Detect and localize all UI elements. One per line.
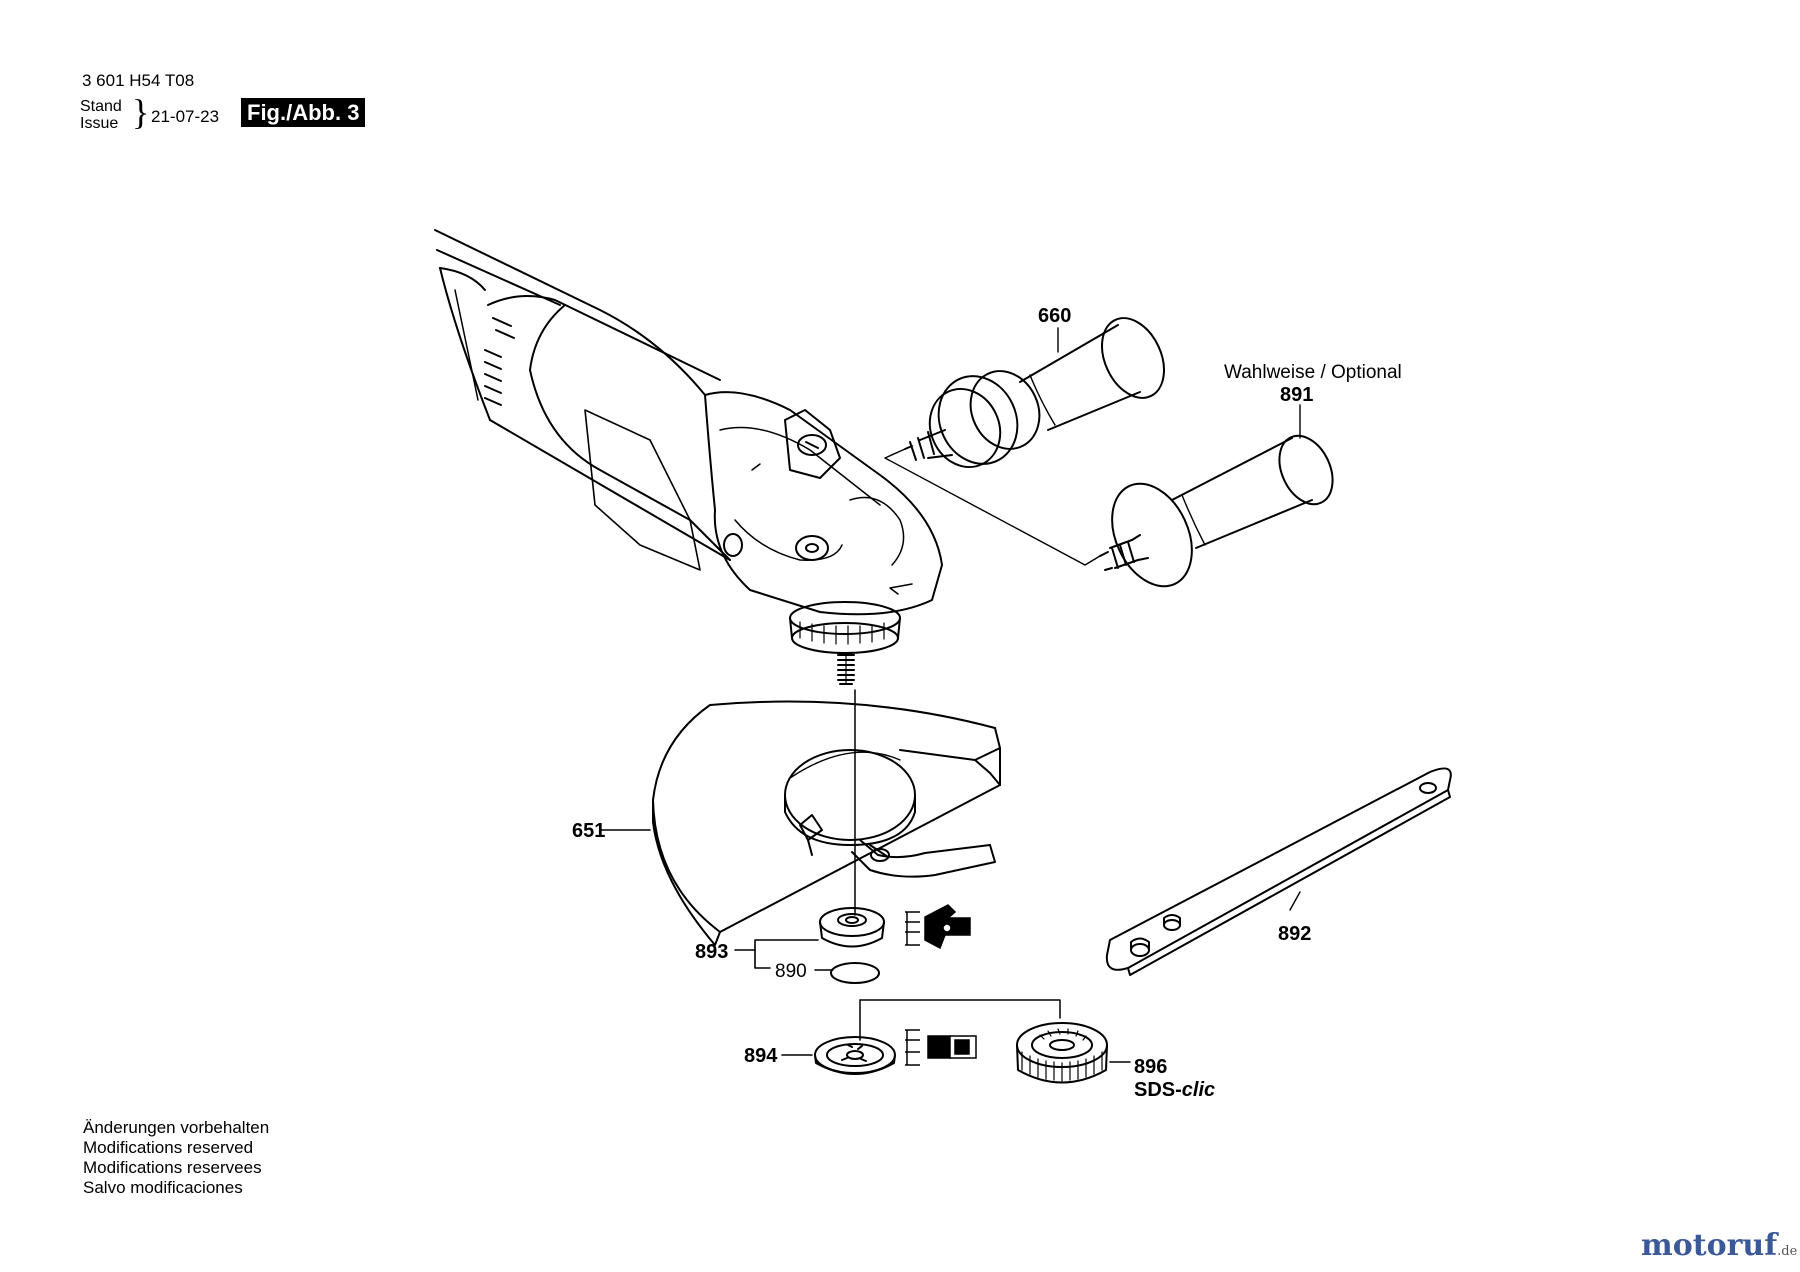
stand-label: Stand — [80, 98, 122, 115]
spanner-892 — [1105, 767, 1452, 976]
issue-label: Issue — [80, 115, 119, 132]
quick-nut-896 — [1016, 1022, 1108, 1084]
part-label-890: 890 — [775, 961, 807, 982]
part-label-894: 894 — [744, 1045, 778, 1067]
sds-label: SDS-clic — [1134, 1079, 1215, 1101]
watermark-tld: .de — [1777, 1244, 1798, 1259]
part-label-893: 893 — [695, 941, 728, 963]
watermark-logo: motoruf.de — [1641, 1228, 1797, 1263]
model-number: 3 601 H54 T08 — [82, 71, 195, 90]
part-label-891: 891 — [1280, 384, 1313, 406]
note-line: Modifications reservees — [83, 1158, 262, 1177]
part-label-896: 896 — [1134, 1056, 1167, 1078]
part-label-892: 892 — [1278, 923, 1311, 945]
sds-clic-logotype: clic — [1182, 1079, 1215, 1101]
optional-note: Wahlweise / Optional — [1224, 362, 1402, 383]
modification-notes: Änderungen vorbehalten Modifications res… — [83, 1118, 269, 1198]
flange-894 — [814, 1036, 896, 1075]
part-label-660: 660 — [1038, 305, 1071, 327]
mounting-symbol-icon — [905, 904, 971, 950]
grinder-body — [434, 229, 943, 685]
part-label-651: 651 — [572, 820, 605, 842]
side-handle-660 — [904, 317, 1165, 468]
brace-glyph: } — [132, 92, 150, 132]
watermark-brand: motoruf — [1641, 1228, 1778, 1263]
stand-issue-labels: Stand Issue — [80, 98, 122, 132]
flange-893 — [819, 907, 885, 984]
mounting-symbol-icon — [905, 1029, 977, 1066]
note-line: Änderungen vorbehalten — [83, 1118, 270, 1137]
wheel-guard-651 — [652, 700, 1001, 946]
figure-badge: Fig./Abb. 3 — [241, 98, 366, 127]
side-handle-891 — [1099, 434, 1334, 588]
sds-prefix: SDS- — [1134, 1079, 1182, 1101]
note-line: Salvo modificaciones — [83, 1178, 243, 1197]
issue-date: 21-07-23 — [151, 107, 220, 126]
note-line: Modifications reserved — [83, 1138, 254, 1157]
